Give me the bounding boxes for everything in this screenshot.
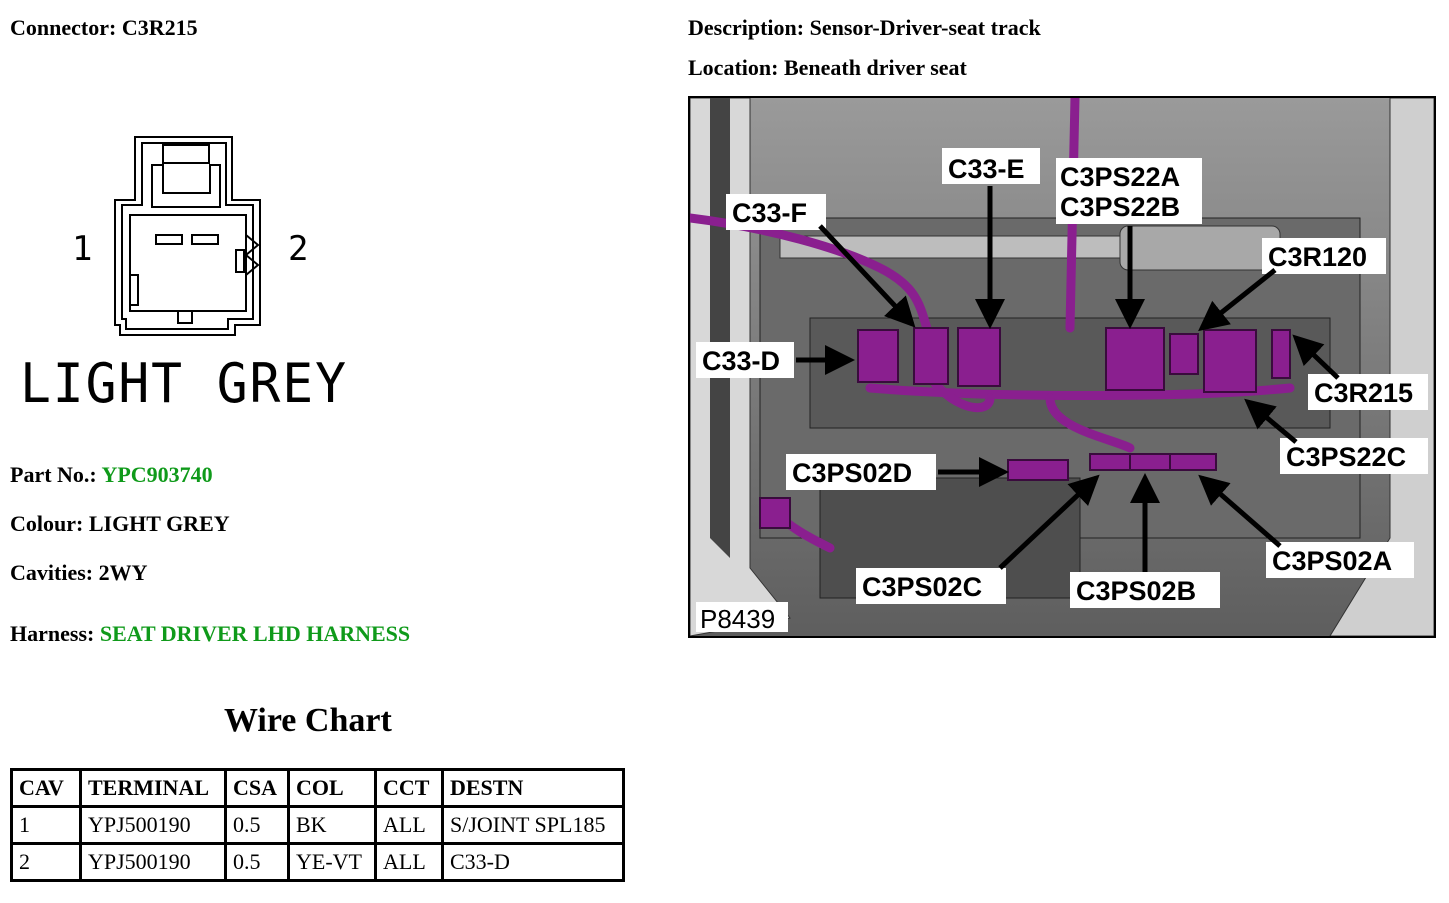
- connector-face-diagram: 1 2: [72, 136, 308, 336]
- cell-destn: C33-D: [441, 842, 625, 882]
- callout-c3ps02d: C3PS02D: [792, 458, 912, 488]
- callout-c3ps02b: C3PS02B: [1076, 576, 1196, 606]
- cell-csa: 0.5: [224, 805, 290, 845]
- col-header-terminal: TERMINAL: [79, 768, 227, 808]
- cavities-field: Cavities: 2WY: [10, 560, 147, 586]
- harness-label: Harness:: [10, 621, 95, 646]
- connector-value: C3R215: [121, 15, 198, 40]
- location-field: Location: Beneath driver seat: [688, 55, 967, 81]
- callout-c3ps22b: C3PS22B: [1060, 192, 1180, 222]
- cell-cav: 2: [10, 842, 82, 882]
- location-photo-illustration: C33-E C3PS22A C3PS22B C33-F C3R120 C33-D…: [690, 98, 1434, 636]
- part-no-link[interactable]: YPC903740: [101, 462, 213, 487]
- description-field: Description: Sensor-Driver-seat track: [688, 15, 1041, 41]
- callout-c3r120: C3R120: [1268, 242, 1367, 272]
- cell-destn: S/JOINT SPL185: [441, 805, 625, 845]
- part-no-field: Part No.: YPC903740: [10, 462, 213, 488]
- callout-c3ps22c: C3PS22C: [1286, 442, 1406, 472]
- connector-label: Connector:: [10, 15, 117, 40]
- cell-col: BK: [287, 805, 377, 845]
- callout-c3ps02c: C3PS02C: [862, 572, 982, 602]
- connector-field: Connector: C3R215: [10, 15, 198, 41]
- table-header-row: CAV TERMINAL CSA COL CCT DESTN: [10, 768, 625, 808]
- col-header-cct: CCT: [374, 768, 444, 808]
- col-header-cav: CAV: [10, 768, 82, 808]
- connector-color-caption: LIGHT GREY: [20, 352, 348, 415]
- pin-label-1: 1: [72, 229, 92, 269]
- colour-label: Colour:: [10, 511, 84, 536]
- callout-c33d: C33-D: [702, 346, 780, 376]
- colour-value: LIGHT GREY: [88, 511, 230, 536]
- callout-c33e: C33-E: [948, 154, 1025, 184]
- cell-col: YE-VT: [287, 842, 377, 882]
- col-header-col: COL: [287, 768, 377, 808]
- cell-cct: ALL: [374, 805, 444, 845]
- cell-csa: 0.5: [224, 842, 290, 882]
- location-photo: C33-E C3PS22A C3PS22B C33-F C3R120 C33-D…: [688, 96, 1436, 638]
- location-label: Location:: [688, 55, 779, 80]
- cavities-label: Cavities:: [10, 560, 94, 585]
- cell-terminal: YPJ500190: [79, 842, 227, 882]
- wire-chart-title: Wire Chart: [224, 702, 392, 739]
- cell-terminal: YPJ500190: [79, 805, 227, 845]
- wire-chart-table: CAV TERMINAL CSA COL CCT DESTN 1 YPJ5001…: [10, 768, 625, 882]
- harness-link[interactable]: SEAT DRIVER LHD HARNESS: [99, 621, 411, 646]
- harness-field: Harness: SEAT DRIVER LHD HARNESS: [10, 621, 410, 647]
- table-row: 1 YPJ500190 0.5 BK ALL S/JOINT SPL185: [10, 805, 625, 845]
- colour-field: Colour: LIGHT GREY: [10, 511, 230, 537]
- part-no-label: Part No.:: [10, 462, 97, 487]
- col-header-csa: CSA: [224, 768, 290, 808]
- col-header-destn: DESTN: [441, 768, 625, 808]
- photo-id-label: P8439: [700, 604, 775, 634]
- callout-c33f: C33-F: [732, 198, 807, 228]
- callout-c3ps02a: C3PS02A: [1272, 546, 1392, 576]
- location-value: Beneath driver seat: [783, 55, 967, 80]
- pin-label-2: 2: [288, 229, 308, 269]
- callout-c3r215: C3R215: [1314, 378, 1413, 408]
- description-value: Sensor-Driver-seat track: [809, 15, 1041, 40]
- cell-cct: ALL: [374, 842, 444, 882]
- callout-c3ps22a: C3PS22A: [1060, 162, 1180, 192]
- cell-cav: 1: [10, 805, 82, 845]
- table-row: 2 YPJ500190 0.5 YE-VT ALL C33-D: [10, 842, 625, 882]
- description-label: Description:: [688, 15, 805, 40]
- cavities-value: 2WY: [98, 560, 148, 585]
